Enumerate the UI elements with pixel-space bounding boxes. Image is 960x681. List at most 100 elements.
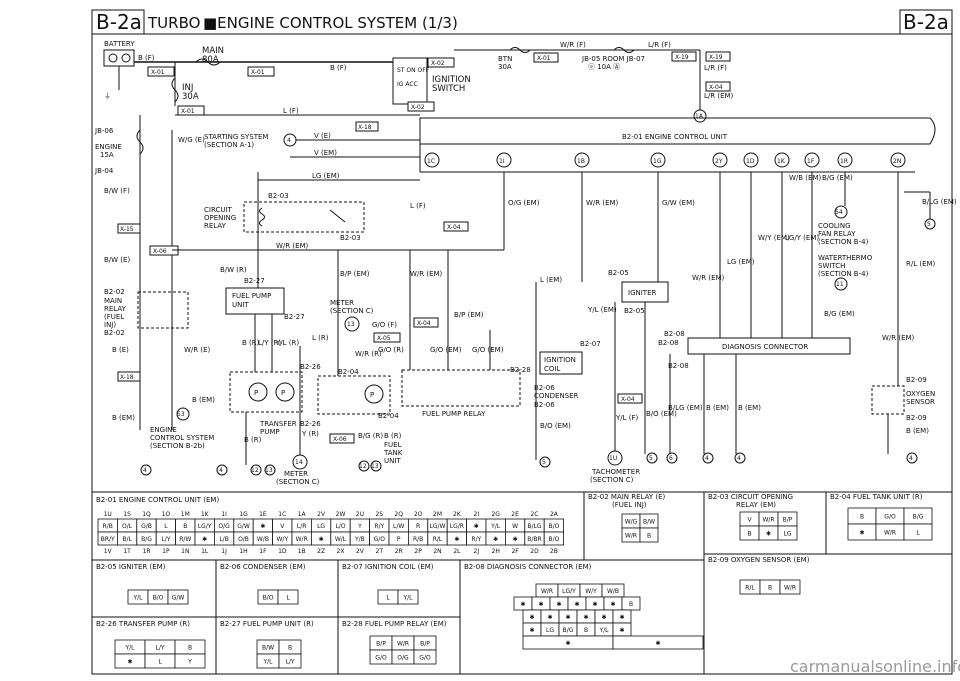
ecu-terminal-1g: [650, 152, 666, 168]
starting-system-ref-4-label: 4: [287, 137, 291, 144]
main-relay-cell-label: W/R: [625, 533, 637, 540]
ignition-section: O/G (EM) W/R (EM) G/W (EM) L (EM) B2-05 …: [508, 199, 703, 484]
wire-w-f: W/R (F): [560, 41, 586, 49]
ecu-row2-pin: 2T: [376, 548, 384, 555]
ecu-row1-cell-label: O/G: [218, 523, 230, 530]
connector-panels: B2-01 ENGINE CONTROL UNIT (EM) B2-02 MAI…: [92, 492, 952, 674]
condenser-conn-bot: B2-06: [534, 401, 555, 409]
conn-x02-a: [427, 57, 455, 68]
main-fuse-label-1: MAIN: [202, 46, 224, 56]
cor-cell-label: LG: [784, 531, 792, 538]
ground-12-b-label: 12: [359, 463, 367, 470]
diag-row3-cell-label: ✱: [601, 614, 606, 621]
wire-y-l-f: Y/L (F): [615, 414, 639, 422]
diag-conn-3: B2-08: [668, 362, 689, 370]
ecu-row1-cell-label: B/O: [548, 523, 559, 530]
ecu-terminal-label: 1G: [653, 158, 662, 165]
conn-x04-c: [413, 317, 439, 328]
diag-row1-cell-label: W/Y: [585, 588, 597, 595]
ecu-row2-cell-label: R/W: [179, 536, 191, 543]
wire-g-o-f: G/O (F): [372, 321, 397, 329]
cor-label-2: OPENING: [204, 214, 236, 222]
power-section: BATTERY ⏚ B (F) MAIN 80A X-01 X-01 B (F)…: [103, 40, 734, 123]
ecu-terminal-1r: [837, 152, 853, 168]
right-section: W/R (EM) LG (EM) W/Y (EM) LG/Y (EM) W/B …: [658, 174, 957, 464]
meter-label-2: (SECTION C): [330, 307, 374, 315]
ground-4-c-label: 4: [705, 455, 709, 462]
cor-cell: [777, 525, 798, 541]
wiring-lines: [245, 172, 931, 465]
panel-transfer-title: B2-26 TRANSFER PUMP (R): [96, 620, 190, 628]
wire-w-y-em: W/Y (EM): [758, 234, 790, 242]
panel-cor-title-2: RELAY (EM): [736, 501, 776, 509]
wire-b-g-r: B/G (R): [358, 432, 383, 440]
ecs-ref-3: (SECTION B-2b): [150, 442, 205, 450]
conn-x04-c-label: X-04: [417, 320, 431, 327]
ftu-cell-label: G/O: [884, 514, 896, 521]
diag-row4-cell-label: B/G: [563, 627, 574, 634]
ecu-terminal-label: 1K: [777, 158, 786, 165]
wire-w-g-e: W/G (E): [178, 136, 205, 144]
wire-b-lg-em2: B/LG (EM): [668, 404, 703, 412]
ignition-switch-label-1: IGNITION: [432, 75, 471, 85]
ecu-row2-pin: 2N: [433, 548, 441, 555]
ecu-row2-cell-label: R/Y: [471, 536, 481, 543]
ecu-row1-pin: 2G: [491, 511, 500, 518]
wire-w-r-em: W/R (EM): [276, 242, 309, 250]
cooling-fan-label-3: (SECTION B-4): [818, 238, 869, 246]
wire-l-y-r: L/Y (R): [258, 339, 281, 347]
ground-13-a: [264, 464, 276, 476]
ecu-row1-cell-label: Y: [357, 523, 362, 530]
conn-x18-a-label: X-18: [120, 374, 134, 381]
ecu-row2-pin: 1J: [221, 548, 227, 555]
main-relay-conn-bot: B2-02: [104, 329, 125, 337]
fpu-label-1: FUEL PUMP: [232, 292, 271, 300]
ecu-row1-pin: 2K: [453, 511, 462, 518]
inj-fuse-label-2: 30A: [182, 92, 199, 102]
panel-main-relay-title-2: (FUEL INJ): [612, 501, 647, 509]
ecu-row1-pin: 2O: [414, 511, 423, 518]
wire-lg-em2: LG (EM): [727, 258, 755, 266]
fpr-cell-label: B/P: [376, 641, 386, 648]
transfer-cell: [174, 653, 206, 669]
fpr-conn: B2-28: [510, 366, 531, 374]
transfer-cell-label: Y/L: [124, 645, 135, 652]
cor-coil: [259, 207, 265, 227]
ecu-row1-cell-label: L/O: [335, 523, 345, 530]
wire-g-o-em2: G/O (EM): [472, 346, 504, 354]
wire-lg-em: LG (EM): [312, 172, 340, 180]
ecu-row2-cell-label: W/Y: [276, 536, 288, 543]
diag-row2-cell-label: ✱: [556, 601, 561, 608]
wire-l-f: L (F): [283, 107, 299, 115]
ecu-terminal-1b: [574, 152, 590, 168]
wire-l-r-f: L/R (F): [648, 41, 671, 49]
fpr-cell-label: B/P: [420, 641, 430, 648]
fuel-pump-motor: [248, 382, 268, 402]
cor-label-3: RELAY: [204, 222, 227, 230]
ecu-terminal-label: 1R: [840, 158, 848, 165]
ecu-row1-cell-label: LG: [317, 523, 325, 530]
ecu-row1-pin: 1A: [298, 511, 307, 518]
main-relay-cell-label: B: [647, 533, 651, 540]
starting-system-label-1: STARTING SYSTEM: [204, 133, 268, 141]
battery-terminal-plus: [108, 53, 118, 63]
ignition-switch: [392, 57, 428, 105]
ftu-cell-label: ✱: [859, 530, 864, 537]
conn-x18-b: [355, 121, 379, 132]
ecu-terminal-2n: [890, 152, 906, 168]
ftu-cell-label: L: [916, 530, 920, 537]
main-relay-label-4: INJ): [104, 321, 116, 329]
oxy-cell-label: B: [768, 585, 772, 592]
ecu-row1-pin: 1Q: [142, 511, 151, 518]
ecu-row2-cell-label: B/O: [548, 536, 559, 543]
fuel-tank-conn-bot: B2-04: [378, 412, 399, 420]
panel-cor-title-1: B2-03 CIRCUIT OPENING: [708, 493, 793, 501]
ecu-row2-pin: 1R: [143, 548, 151, 555]
ecu-row2-pin: 2B: [550, 548, 558, 555]
inj-fuse: [171, 77, 179, 103]
ecu-row2-cell-label: ✱: [513, 536, 518, 543]
fuel-pump-relay: [401, 369, 521, 407]
room-fuse: [613, 47, 635, 53]
ecu-row1-pin: 2U: [356, 511, 364, 518]
condenser-cell-label: B/O: [263, 595, 274, 602]
